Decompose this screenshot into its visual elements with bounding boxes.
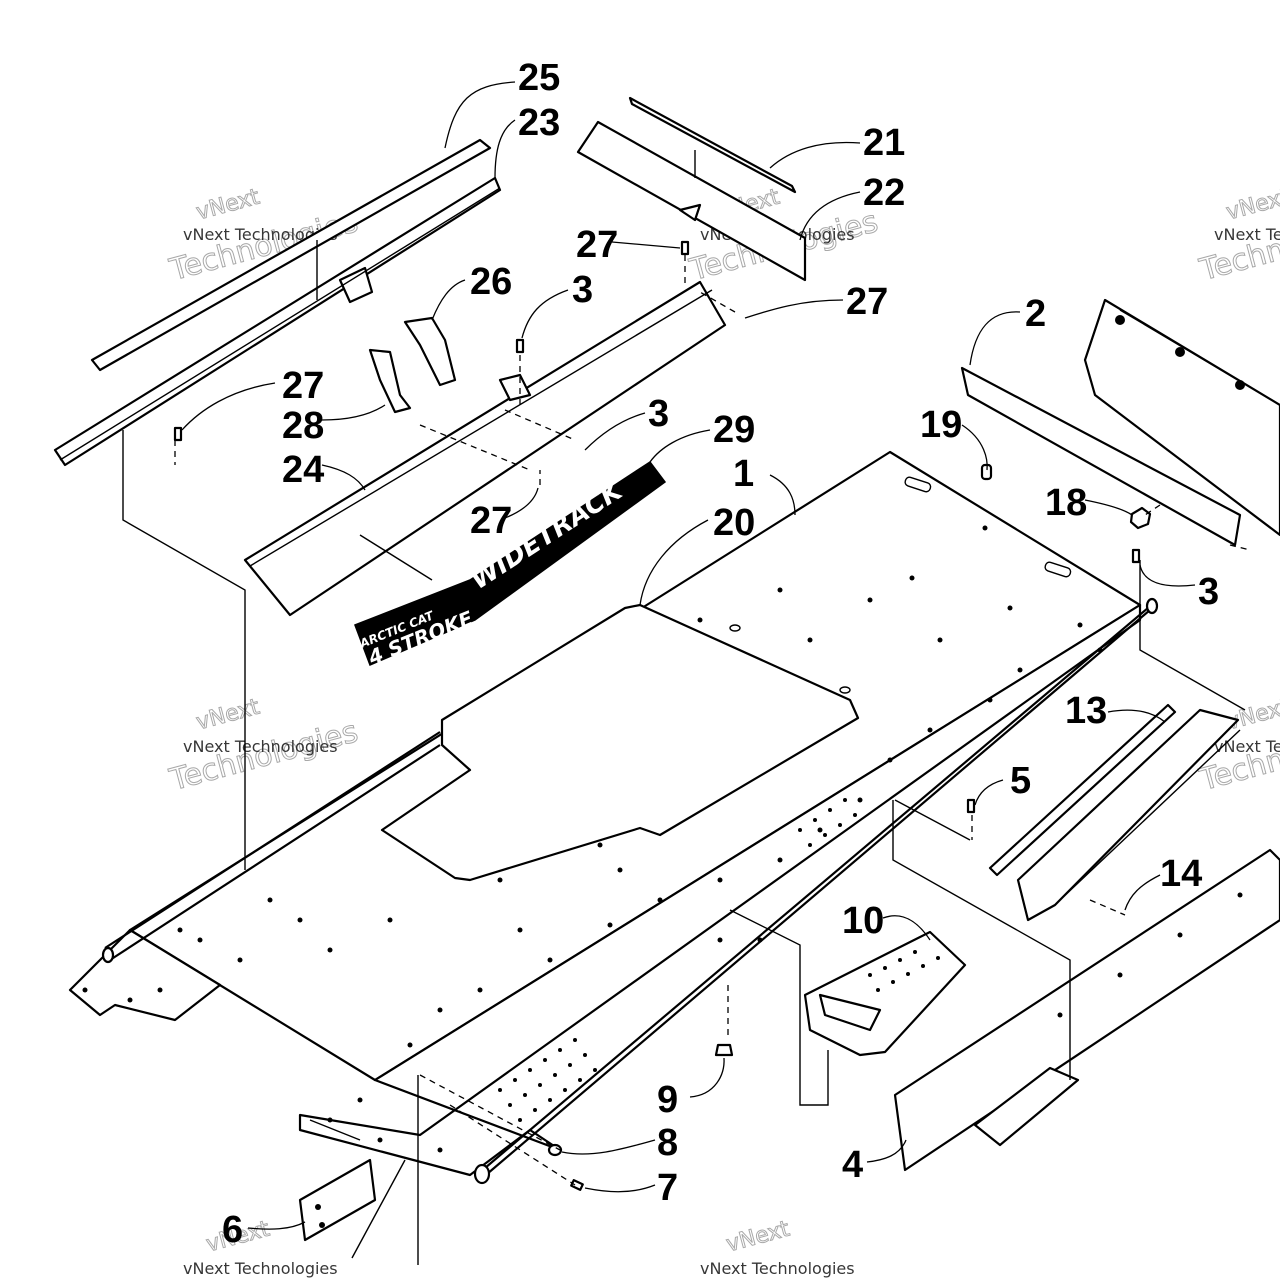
callout-3: 3 (648, 393, 669, 435)
bracket-part-14 (1016, 708, 1241, 922)
callout-27: 27 (846, 281, 888, 323)
callout-10: 10 (842, 900, 884, 942)
assembly-lines (122, 150, 1251, 1265)
watermark-caption: vNext Technologies (1214, 225, 1280, 244)
callout-5: 5 (1010, 760, 1031, 802)
watermark-caption: vNext Technologies (700, 1259, 855, 1278)
callout-25: 25 (518, 57, 560, 99)
floor-mat-part-20 (380, 603, 860, 882)
watermark-vnext: vNext (194, 185, 263, 226)
callout-27: 27 (470, 500, 512, 542)
bracket-part-28 (368, 348, 412, 414)
nut-part-8 (547, 1143, 563, 1157)
callout-24: 24 (282, 449, 324, 491)
callout-29: 29 (713, 409, 755, 451)
callout-9: 9 (657, 1079, 678, 1121)
callout-4: 4 (842, 1144, 863, 1186)
callout-18: 18 (1045, 482, 1087, 524)
callout-28: 28 (282, 405, 324, 447)
bolt-part-9 (714, 1043, 734, 1057)
callout-19: 19 (920, 404, 962, 446)
callout-13: 13 (1065, 690, 1107, 732)
watermark-caption: vNext Technologies (183, 1259, 338, 1278)
plate-part-6 (298, 1158, 377, 1242)
rail-part-25 (90, 138, 492, 372)
watermark-mid-left: vNext Technologies (165, 694, 362, 799)
deck-holes (82, 525, 1103, 1153)
watermark-caption: vNext Technologies (183, 737, 338, 756)
frame-rail-part-4 (893, 848, 1280, 1172)
deck-perforations (498, 798, 857, 1122)
bumper-part-24 (243, 280, 727, 617)
callout-21: 21 (863, 122, 905, 164)
watermark-caption: vNext Technologies (183, 225, 338, 244)
callout-6: 6 (222, 1209, 243, 1251)
callout-27: 27 (282, 365, 324, 407)
watermark-caption: vNext Technologies (1214, 737, 1280, 756)
watermark-vnext: vNext (1224, 695, 1280, 736)
callout-20: 20 (713, 502, 755, 544)
bracket-part-26 (403, 316, 457, 387)
callout-23: 23 (518, 102, 560, 144)
nut-part-18 (1129, 506, 1152, 530)
watermark-vnext: vNext (1224, 185, 1280, 226)
callouts: 25 23 21 22 27 27 26 3 2 27 28 24 3 29 1… (222, 57, 1219, 1251)
leader-lines (181, 81, 1196, 1230)
watermark-vnext: vNext (724, 1217, 793, 1258)
strip-part-13 (988, 703, 1177, 877)
watermark-technologies: Technologies (166, 714, 362, 798)
bolt-part-7 (570, 1179, 584, 1191)
callout-14: 14 (1160, 853, 1202, 895)
watermark-bottom-mid: vNext (723, 1216, 793, 1258)
callout-27: 27 (576, 224, 618, 266)
rail-part-23 (53, 176, 502, 467)
callout-3: 3 (572, 269, 593, 311)
decal-band (354, 460, 667, 666)
callout-1: 1 (733, 453, 754, 495)
callout-3: 3 (1198, 571, 1219, 613)
callout-7: 7 (657, 1167, 678, 1209)
callout-22: 22 (863, 172, 905, 214)
flap-part-22 (576, 120, 807, 282)
callout-26: 26 (470, 261, 512, 303)
flap-part-21 (628, 96, 797, 194)
rail-part-2 (960, 298, 1280, 547)
callout-2: 2 (1025, 293, 1046, 335)
footrest-part-10 (803, 930, 967, 1057)
watermark-vnext: vNext (194, 695, 263, 736)
callout-8: 8 (657, 1122, 678, 1164)
